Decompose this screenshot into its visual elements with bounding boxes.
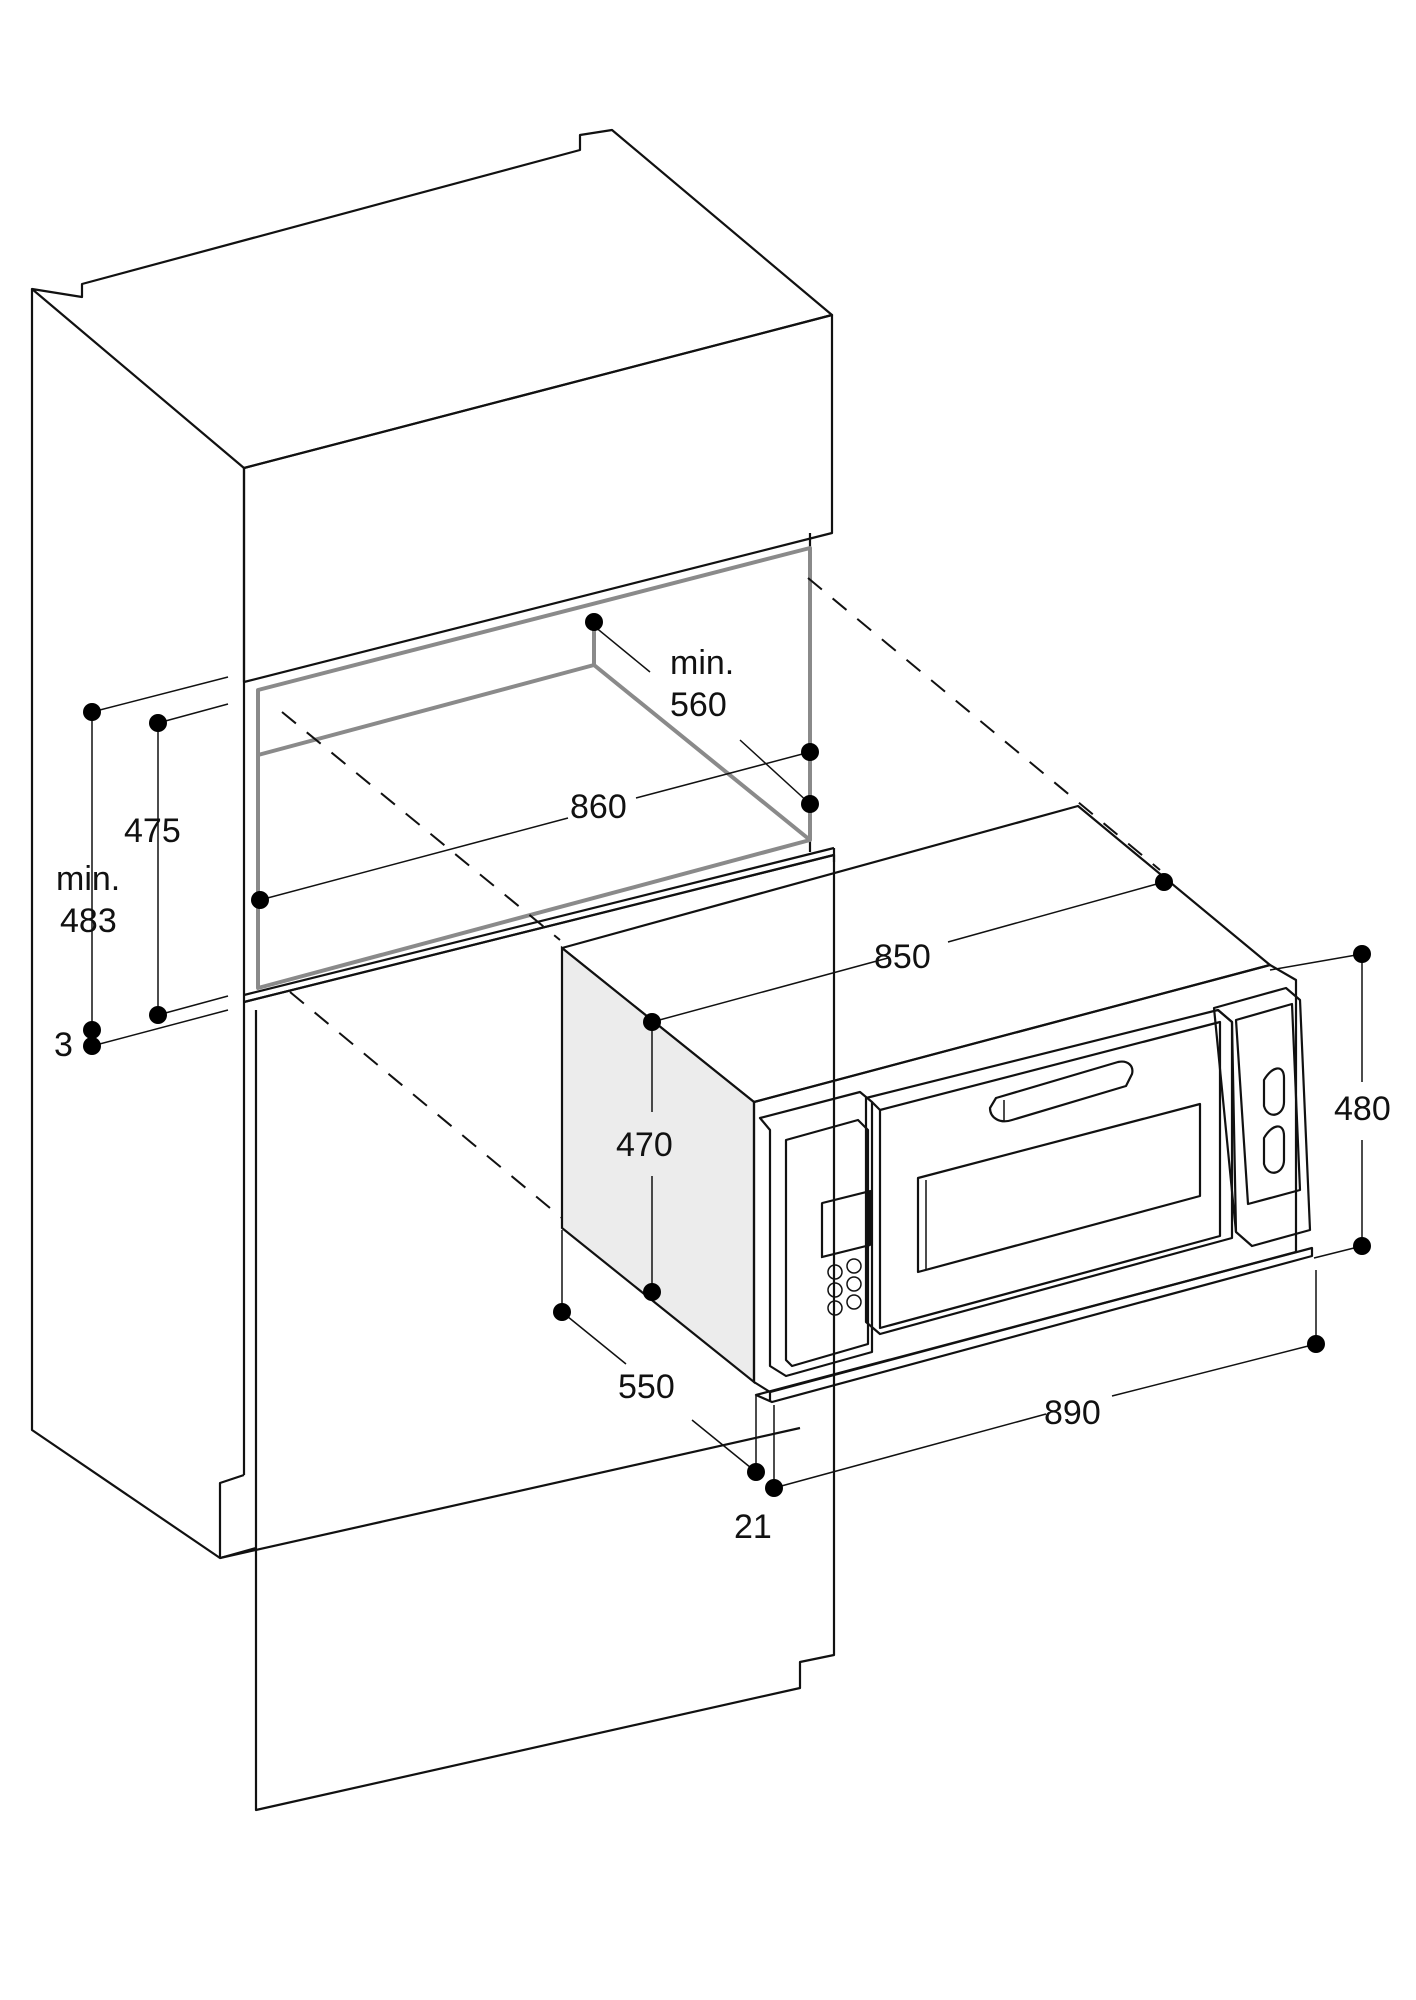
tall-cabinet — [30, 128, 836, 1812]
gap-bottom-label: 3 — [54, 1026, 73, 1064]
appliance-height-label: 470 — [616, 1126, 673, 1164]
niche-width-label: 860 — [570, 788, 627, 826]
appliance — [560, 804, 1314, 1404]
keypad-buttons — [827, 1258, 862, 1316]
projection-lines — [281, 577, 1161, 1219]
niche-height-label: 475 — [124, 812, 181, 850]
niche-outline — [256, 546, 812, 990]
niche-depth-label: 560 — [670, 686, 727, 724]
front-height-label: 480 — [1334, 1090, 1391, 1128]
total-height-label: 483 — [60, 902, 117, 940]
niche-depth-prefix-label: min. — [670, 644, 734, 682]
total-height-prefix-label: min. — [56, 860, 120, 898]
dimension-dots — [83, 613, 1371, 1497]
front-width-label: 890 — [1044, 1394, 1101, 1432]
appliance-depth-label: 550 — [618, 1368, 675, 1406]
dimension-labels: 475 min. 483 3 min. 560 860 850 470 480 … — [54, 644, 1391, 1546]
front-thickness-label: 21 — [734, 1508, 772, 1546]
appliance-width-label: 850 — [874, 938, 931, 976]
dimension-lines — [91, 625, 1363, 1489]
